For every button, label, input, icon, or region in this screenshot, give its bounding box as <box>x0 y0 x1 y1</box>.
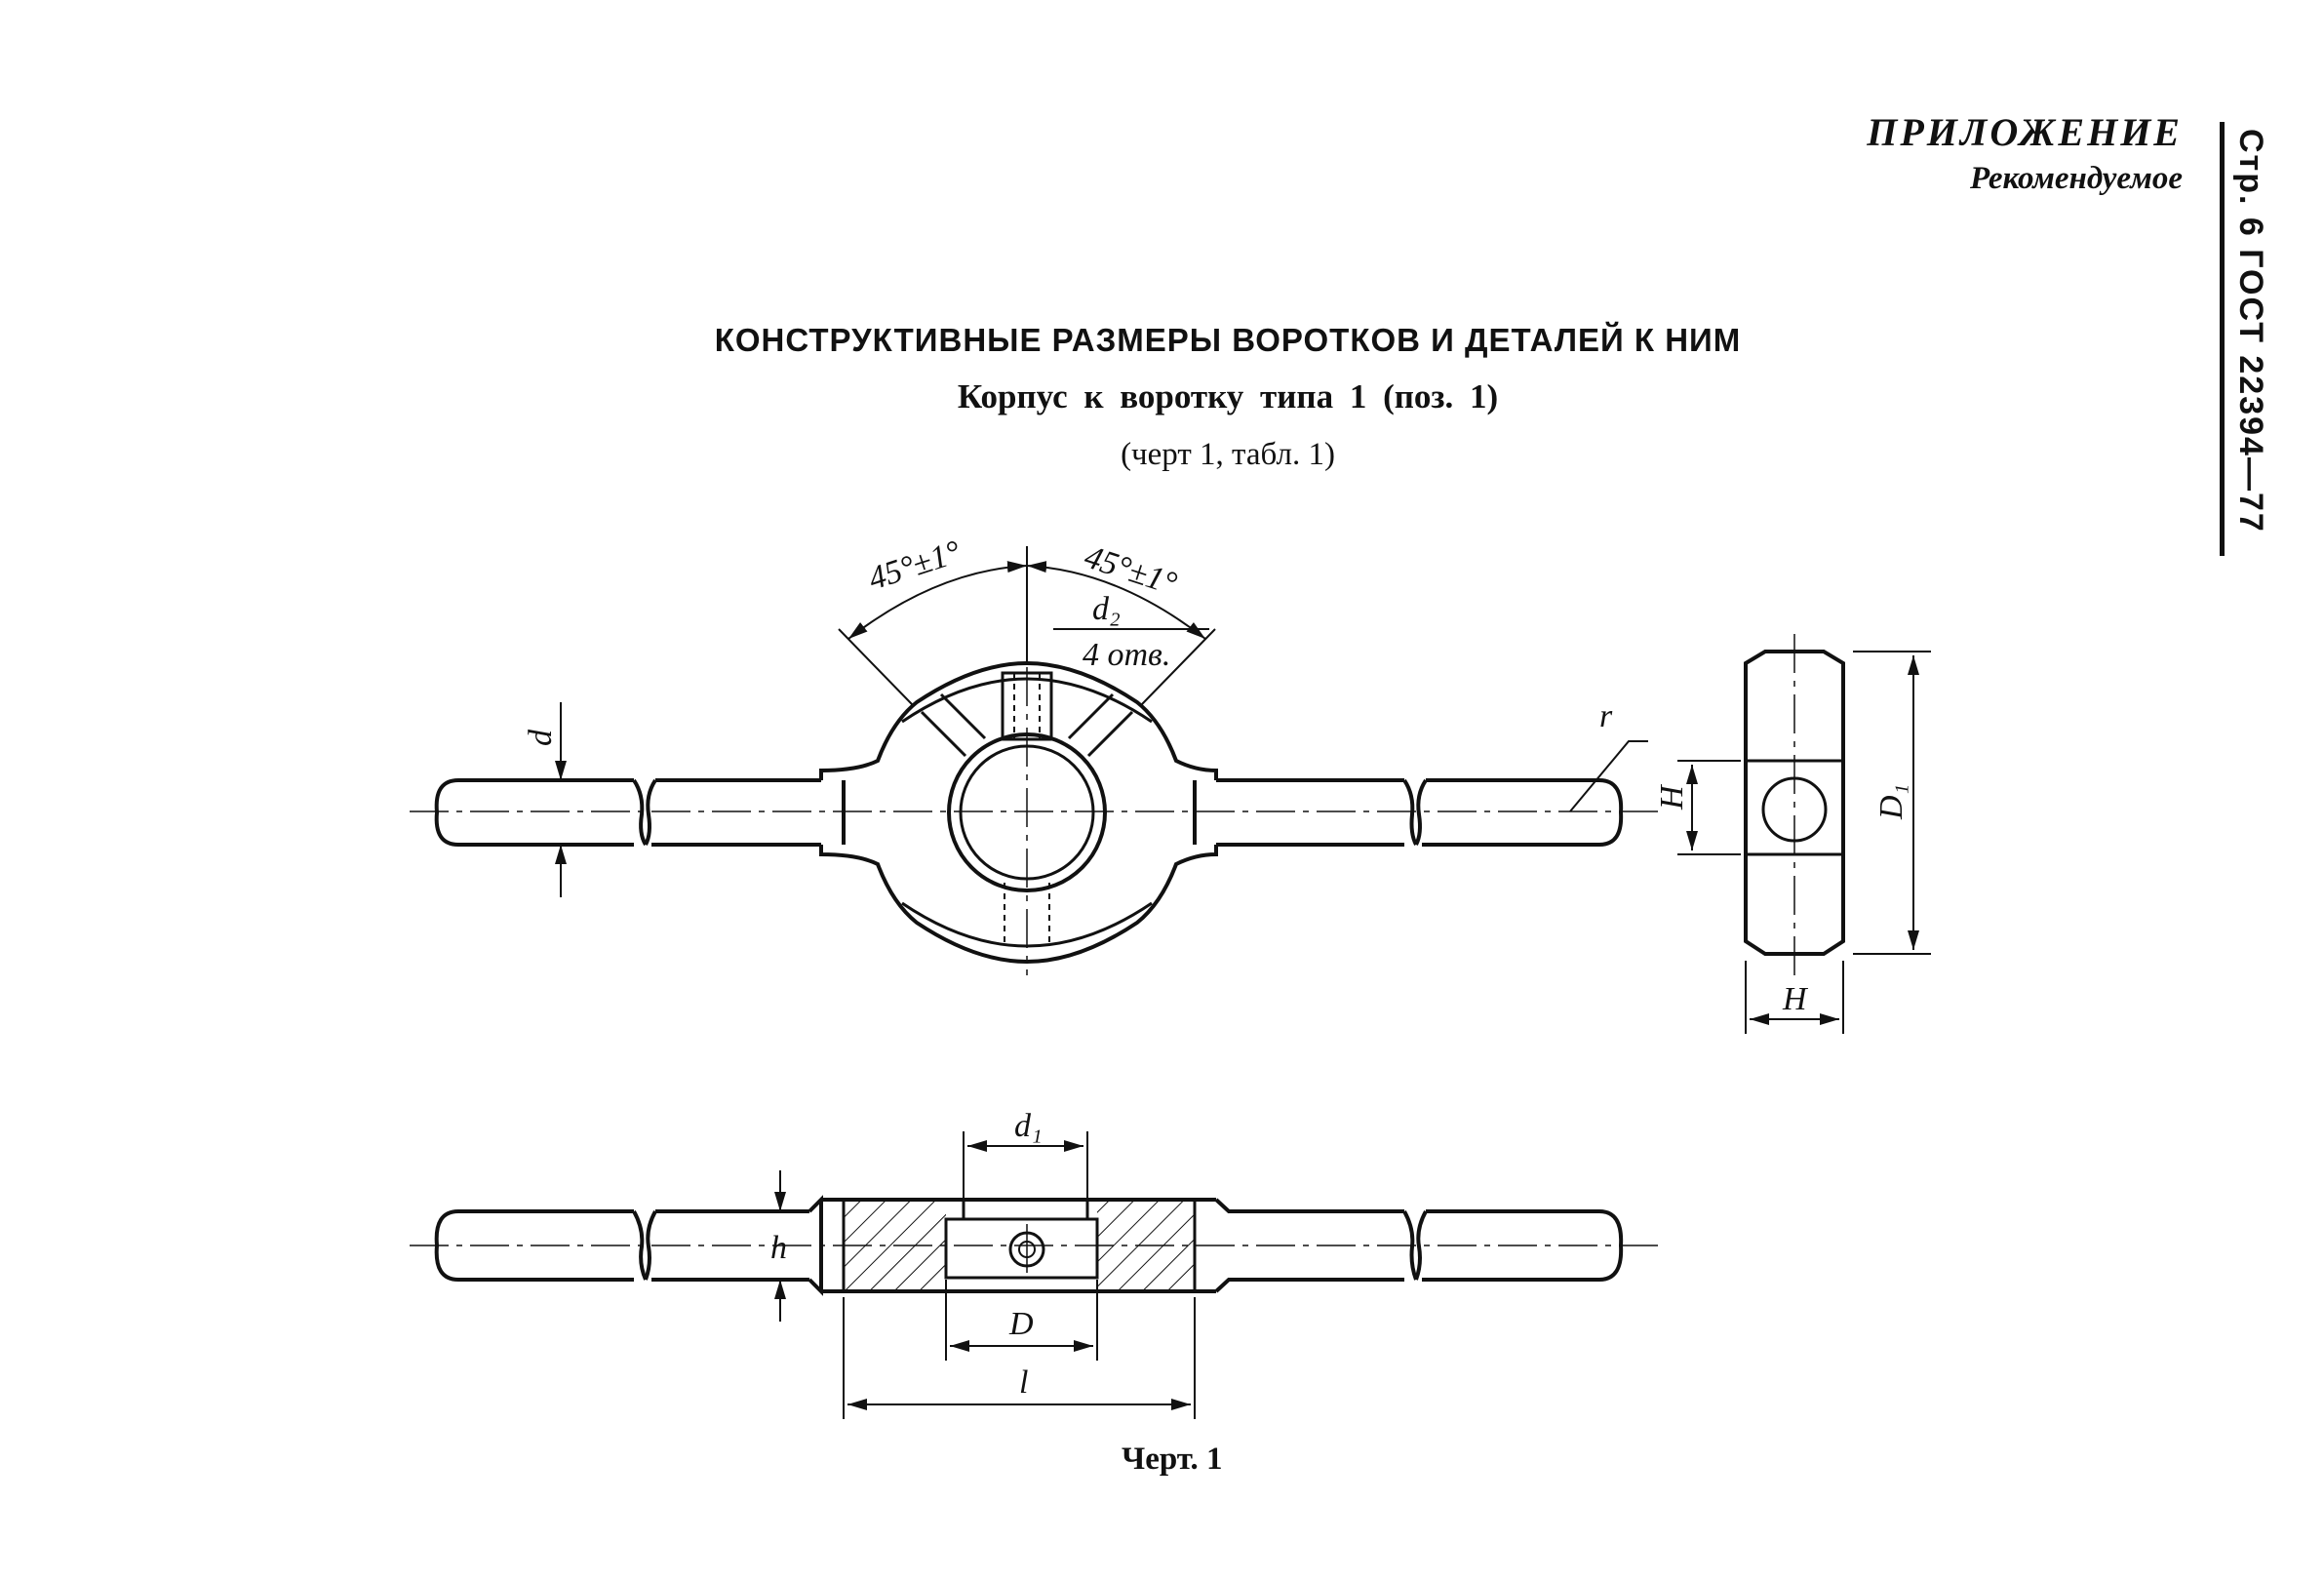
D1-label: D₁ <box>1873 784 1910 820</box>
l-label: l <box>1019 1364 1028 1401</box>
side-header: Стр. 6 ГОСТ 22394—77 <box>2231 129 2274 558</box>
angle-left-label: 45°±1° <box>864 534 965 597</box>
h-label: h <box>770 1230 787 1266</box>
side-header-text: Стр. 6 ГОСТ 22394—77 <box>2232 129 2269 534</box>
figure-caption: Черт. 1 <box>1122 1442 1223 1477</box>
holes-label: 4 отв. <box>1083 637 1170 673</box>
side-dimensions <box>1677 651 1931 1034</box>
r-label: r <box>1599 698 1613 734</box>
H-side-label: H <box>1654 783 1690 810</box>
d2-label: d₂ <box>1092 591 1121 627</box>
appendix-title: ПРИЛОЖЕНИЕ <box>1867 110 2183 154</box>
section-dimensions <box>774 1131 1196 1419</box>
section-view <box>410 1195 1658 1296</box>
angle-dimension <box>838 546 1216 705</box>
top-view <box>410 546 1658 975</box>
document-reference: (черт 1, табл. 1) <box>1121 437 1335 472</box>
side-view <box>1744 634 1845 975</box>
appendix-header: ПРИЛОЖЕНИЕ Рекомендуемое <box>1867 109 2183 197</box>
d1-label: d₁ <box>1014 1108 1043 1144</box>
appendix-subtitle: Рекомендуемое <box>1969 161 2183 196</box>
r-leader <box>1569 740 1648 812</box>
document-subheading: Корпус к воротку типа 1 (поз. 1) <box>957 377 1499 415</box>
H-bottom-label: H <box>1782 981 1809 1017</box>
D-label: D <box>1008 1306 1034 1342</box>
d-label: d <box>523 729 559 746</box>
document-heading: КОНСТРУКТИВНЫЕ РАЗМЕРЫ ВОРОТКОВ И ДЕТАЛЕ… <box>714 322 1742 358</box>
side-header-rule <box>2220 122 2225 556</box>
